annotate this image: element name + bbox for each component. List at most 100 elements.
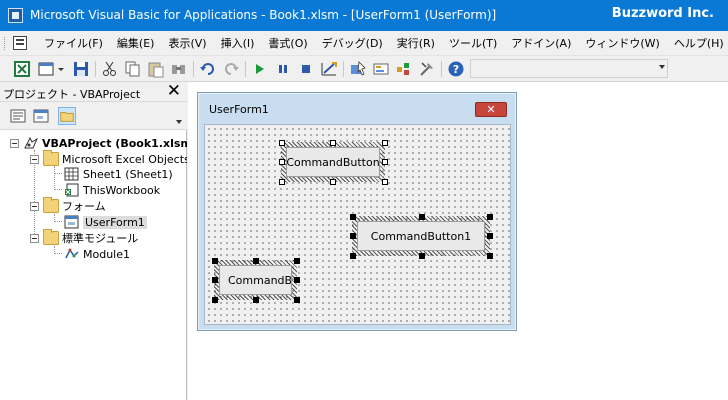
resize-handle[interactable] — [382, 159, 388, 165]
properties-icon[interactable] — [372, 60, 390, 78]
panel-close-icon[interactable]: ✕ — [166, 81, 181, 101]
object-browser-icon[interactable] — [395, 60, 413, 78]
menu-help[interactable]: ヘルプ(H) — [673, 37, 724, 50]
tree-item-thisworkbook[interactable]: ThisWorkbook — [64, 182, 160, 198]
toolbox-icon[interactable] — [418, 60, 436, 78]
tree-item-modules[interactable]: 標準モジュール — [30, 229, 138, 246]
menu-tools[interactable]: ツール(T) — [448, 37, 498, 50]
resize-handle[interactable] — [279, 159, 285, 165]
chevron-down-icon[interactable] — [56, 60, 66, 78]
chevron-down-icon[interactable] — [659, 65, 665, 69]
tree-item-module1[interactable]: Module1 — [64, 246, 130, 262]
resize-handle[interactable] — [279, 179, 285, 185]
command-button-2[interactable]: CommandButton1 — [357, 221, 485, 251]
toggle-folders-icon[interactable] — [58, 107, 76, 125]
resize-handle[interactable] — [212, 297, 218, 303]
resize-handle[interactable] — [294, 258, 300, 264]
menu-grip[interactable] — [4, 37, 7, 50]
userform-title: UserForm1 — [209, 103, 269, 116]
break-icon[interactable] — [274, 60, 292, 78]
find-icon[interactable] — [170, 60, 188, 78]
design-mode-icon[interactable] — [320, 60, 338, 78]
folder-icon — [43, 229, 59, 245]
brand-label: Buzzword Inc. — [611, 6, 714, 21]
copy-icon[interactable] — [124, 60, 142, 78]
resize-handle[interactable] — [419, 253, 425, 259]
resize-handle[interactable] — [487, 233, 493, 239]
menu-edit[interactable]: 編集(E) — [116, 37, 155, 50]
command-button-3[interactable]: CommandButton — [219, 265, 292, 295]
toolbar-combo[interactable] — [470, 59, 668, 78]
userform-icon — [64, 215, 79, 229]
resize-handle[interactable] — [294, 277, 300, 283]
resize-handle[interactable] — [350, 233, 356, 239]
menu-format[interactable]: 書式(O) — [268, 37, 308, 50]
project-explorer-icon[interactable] — [349, 60, 367, 78]
resize-handle[interactable] — [382, 140, 388, 146]
resize-handle[interactable] — [419, 214, 425, 220]
resize-handle[interactable] — [294, 297, 300, 303]
reset-icon[interactable] — [297, 60, 315, 78]
worksheet-icon — [64, 167, 79, 181]
command-button-label: CommandButton — [286, 155, 380, 169]
command-button-label: CommandButton — [228, 273, 292, 287]
resize-handle[interactable] — [487, 214, 493, 220]
resize-handle[interactable] — [253, 297, 259, 303]
resize-handle[interactable] — [487, 253, 493, 259]
cut-icon[interactable] — [101, 60, 119, 78]
resize-handle[interactable] — [350, 253, 356, 259]
close-icon[interactable]: ✕ — [475, 102, 507, 117]
folder-icon — [43, 197, 59, 213]
collapse-icon[interactable] — [10, 138, 19, 148]
view-object-icon[interactable] — [32, 107, 50, 125]
toolbar-separator — [95, 61, 96, 77]
tree-item-userform1[interactable]: UserForm1 — [64, 214, 147, 230]
document-icon[interactable] — [13, 36, 27, 50]
collapse-icon[interactable] — [30, 201, 39, 211]
chevron-down-icon[interactable] — [176, 120, 182, 124]
resize-handle[interactable] — [212, 277, 218, 283]
run-icon[interactable] — [251, 60, 269, 78]
command-button-1[interactable]: CommandButton — [286, 147, 380, 177]
command-button-label: CommandButton1 — [370, 229, 472, 243]
project-explorer-title: プロジェクト - VBAProject — [3, 88, 141, 101]
userform-window[interactable]: UserForm1 ✕ CommandButton CommandButton1… — [197, 92, 517, 331]
redo-icon[interactable] — [222, 60, 240, 78]
resize-handle[interactable] — [212, 258, 218, 264]
menu-debug[interactable]: デバッグ(D) — [321, 37, 383, 50]
userform-titlebar: UserForm1 ✕ — [198, 93, 516, 124]
resize-handle[interactable] — [350, 214, 356, 220]
excel-view-icon[interactable] — [13, 60, 31, 78]
project-tree: VBAProject (Book1.xlsm) Microsoft Excel … — [0, 132, 187, 400]
save-icon[interactable] — [72, 60, 90, 78]
tree-label: VBAProject (Book1.xlsm) — [42, 136, 187, 150]
menu-addins[interactable]: アドイン(A) — [511, 37, 572, 50]
collapse-icon[interactable] — [30, 233, 39, 243]
workbook-icon — [65, 183, 79, 197]
menu-file[interactable]: ファイル(F) — [44, 37, 103, 50]
menu-run[interactable]: 実行(R) — [396, 37, 435, 50]
help-icon[interactable]: ? — [447, 60, 465, 78]
tree-item-forms[interactable]: フォーム — [30, 197, 106, 214]
project-explorer-panel: プロジェクト - VBAProject ✕ VBAProject (Book1.… — [0, 82, 187, 400]
view-code-icon[interactable] — [9, 107, 27, 125]
resize-handle[interactable] — [253, 258, 259, 264]
tree-item-vbaproject[interactable]: VBAProject (Book1.xlsm) — [10, 135, 187, 151]
resize-handle[interactable] — [382, 179, 388, 185]
tree-item-sheet1[interactable]: Sheet1 (Sheet1) — [64, 166, 173, 182]
menu-insert[interactable]: 挿入(I) — [220, 37, 255, 50]
menu-window[interactable]: ウィンドウ(W) — [585, 37, 660, 50]
tree-label: Sheet1 (Sheet1) — [83, 167, 173, 181]
resize-handle[interactable] — [330, 179, 336, 185]
collapse-icon[interactable] — [30, 154, 39, 164]
paste-icon[interactable] — [147, 60, 165, 78]
undo-icon[interactable] — [199, 60, 217, 78]
menu-items: ファイル(F) 編集(E) 表示(V) 挿入(I) 書式(O) デバッグ(D) … — [37, 31, 728, 56]
userform-client-area[interactable]: CommandButton CommandButton1 CommandButt… — [204, 124, 511, 325]
insert-userform-icon[interactable] — [38, 60, 56, 78]
menu-view[interactable]: 表示(V) — [168, 37, 207, 50]
tree-item-excel-objects[interactable]: Microsoft Excel Objects — [30, 150, 187, 167]
standard-toolbar: ? — [0, 56, 728, 82]
resize-handle[interactable] — [279, 140, 285, 146]
resize-handle[interactable] — [330, 140, 336, 146]
